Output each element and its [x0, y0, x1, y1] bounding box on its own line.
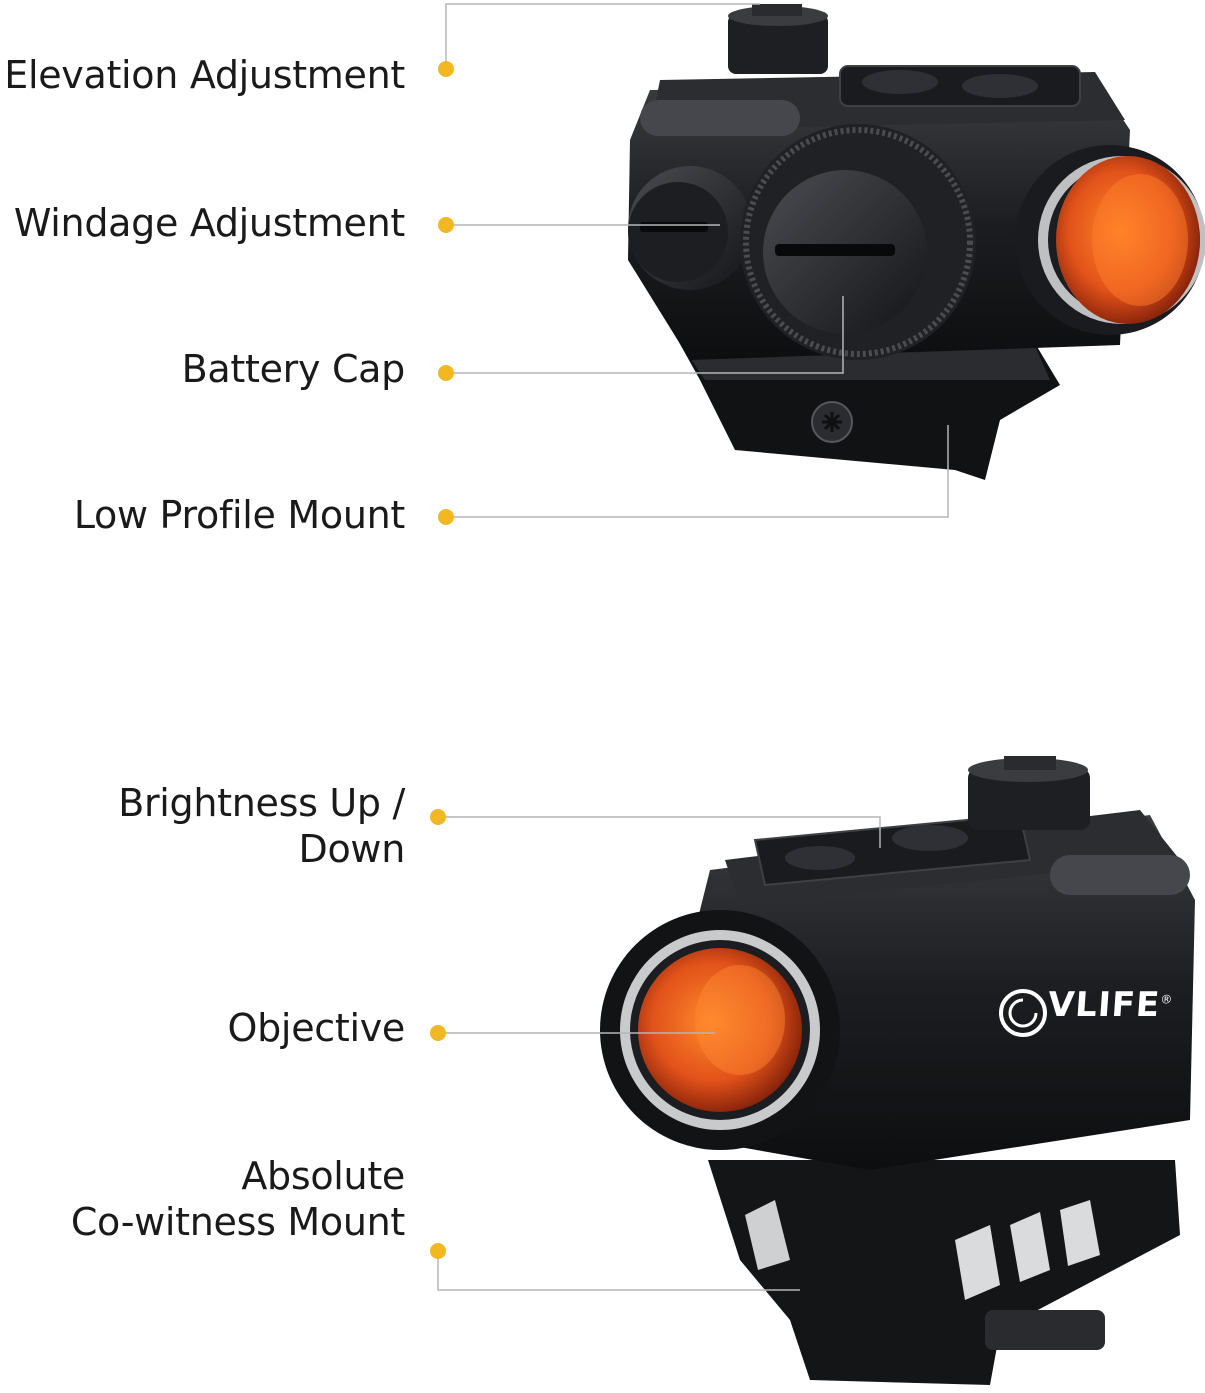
- brand-logo-icon: [999, 989, 1047, 1037]
- callout-dot-brightness: [430, 809, 446, 825]
- callout-dot-objective: [430, 1025, 446, 1041]
- elevation-turret: [728, 14, 828, 74]
- callout-dot-low-profile-mount: [438, 509, 454, 525]
- callout-label: Objective: [227, 1006, 406, 1050]
- callout-co-witness-mount: Absolute Co-witness Mount: [71, 1153, 405, 1245]
- callout-label-line2: Co-witness Mount: [70, 1200, 405, 1244]
- callout-elevation-adjustment: Elevation Adjustment: [4, 52, 405, 98]
- callout-dot-co-witness-mount: [430, 1243, 446, 1259]
- bottom-elevation-turret: [968, 768, 1090, 830]
- callout-label: Elevation Adjustment: [4, 53, 405, 97]
- callout-label-line1: Absolute: [241, 1154, 405, 1198]
- callout-label: Low Profile Mount: [73, 493, 405, 537]
- callout-dot-windage: [438, 217, 454, 233]
- objective-lens: [638, 948, 802, 1112]
- callout-label-line1: Brightness Up /: [118, 781, 405, 825]
- callout-leader-lines: [437, 3, 949, 1291]
- callout-label: Battery Cap: [181, 347, 406, 391]
- co-witness-mount: [708, 1160, 1180, 1385]
- callout-low-profile-mount: Low Profile Mount: [74, 492, 405, 538]
- top-red-dot-sight: [628, 4, 1205, 480]
- callout-dot-battery-cap: [438, 365, 454, 381]
- callout-brightness: Brightness Up / Down: [118, 780, 405, 872]
- brand-logo-text: VLIFE®: [1046, 985, 1174, 1025]
- callout-battery-cap: Battery Cap: [181, 346, 406, 392]
- bottom-red-dot-sight: [600, 756, 1195, 1385]
- callout-dot-elevation: [438, 61, 454, 77]
- callout-objective: Objective: [228, 1005, 406, 1051]
- callout-label-line2: Down: [298, 827, 406, 871]
- callout-label: Windage Adjustment: [13, 201, 405, 245]
- registered-mark: ®: [1159, 992, 1174, 1007]
- callout-windage-adjustment: Windage Adjustment: [14, 200, 405, 246]
